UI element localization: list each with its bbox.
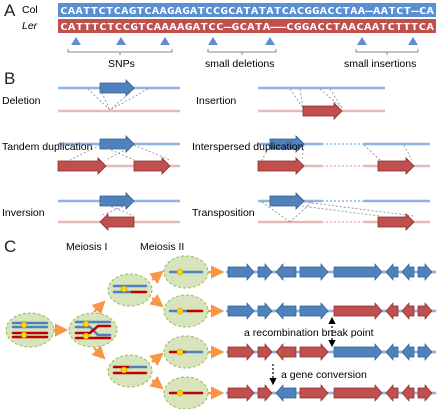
gene-arrow-icon: [257, 263, 273, 281]
insertion-diagram: [258, 86, 385, 120]
gene-arrow-icon: [417, 302, 433, 320]
gene-arrow-icon: [401, 302, 415, 320]
variant-inversion: Inversion: [2, 207, 45, 219]
gene-arrow-icon: [299, 384, 329, 402]
chromosomes: [11, 270, 204, 395]
interspersed-duplication-diagram: [257, 135, 430, 175]
gene-arrow-icon: [401, 343, 415, 361]
group-brackets: [67, 49, 419, 55]
gene-arrow-icon: [417, 384, 433, 402]
gene-arrow-icon: [299, 263, 329, 281]
gene-arrow-icon: [227, 302, 255, 320]
gene-arrow-icon: [333, 302, 383, 320]
ler-sequence: CATTTCTCCGTCAAAAGATCC—GCATA——CGGACCTAACA…: [60, 22, 434, 33]
triangle-marker-icon: [408, 37, 418, 45]
inversion-diagram: [58, 192, 180, 231]
gene-arrow-icon: [275, 343, 297, 361]
ler-label: Ler: [22, 20, 38, 32]
gene-arrow-icon: [257, 384, 273, 402]
panel-label-b: B: [4, 69, 15, 88]
snp-markers: [71, 37, 418, 45]
variant-interspersed-duplication: Interspersed duplication: [192, 141, 304, 153]
gene-arrow-icon: [385, 343, 399, 361]
col-sequence-bar: [58, 3, 436, 17]
gene-arrow-icon: [385, 263, 399, 281]
gene-arrow-icon: [257, 343, 273, 361]
ler-sequence-bar: [58, 19, 436, 33]
gene-arrow-icon: [401, 263, 415, 281]
centromere-dots: [20, 268, 184, 397]
triangle-marker-icon: [208, 37, 218, 45]
triangle-marker-icon: [265, 37, 275, 45]
gene-arrow-icon: [275, 263, 297, 281]
snps-label: SNPs: [108, 58, 135, 70]
gene-arrow-icon: [333, 343, 383, 361]
gene-arrow-icon: [401, 384, 415, 402]
gene-arrow-icon: [275, 384, 297, 402]
tandem-duplication-diagram: [57, 135, 180, 175]
col-label: Col: [22, 4, 38, 16]
deletion-diagram: [58, 79, 180, 113]
col-sequence: CAATTCTCAGTCAAGAGATCCGCATATATCACGGACCTAA…: [60, 6, 434, 17]
triangle-marker-icon: [71, 37, 81, 45]
variant-deletion: Deletion: [2, 95, 41, 107]
meiosis-flow-arrows: [54, 265, 225, 400]
small-deletions-label: small deletions: [205, 58, 274, 70]
triangle-marker-icon: [357, 37, 367, 45]
small-insertions-label: small insertions: [344, 58, 416, 70]
meiosis-i-label: Meiosis I: [66, 241, 107, 253]
gene-arrow-icon: [227, 343, 255, 361]
meiosis-ii-cell-bottom: [107, 354, 153, 388]
triangle-marker-icon: [116, 37, 126, 45]
variant-transposition: Transposition: [192, 207, 255, 219]
transposition-diagram: [258, 192, 430, 231]
gene-arrow-icon: [299, 302, 329, 320]
recombination-label: a recombination break point: [244, 327, 374, 339]
gene-tracks: [226, 263, 436, 402]
gene-arrow-icon: [227, 384, 255, 402]
gene-arrow-icon: [385, 384, 399, 402]
gene-arrow-icon: [257, 302, 273, 320]
panel-label-c: C: [4, 237, 16, 256]
gene-arrow-icon: [275, 302, 297, 320]
variant-insertion: Insertion: [196, 95, 236, 107]
gene-arrow-icon: [417, 263, 433, 281]
meiosis-ii-cell-top: [107, 273, 153, 307]
gene-arrow-icon: [333, 263, 383, 281]
gene-arrow-icon: [299, 343, 329, 361]
meiosis-ii-label: Meiosis II: [140, 241, 184, 253]
triangle-marker-icon: [160, 37, 170, 45]
gene-arrow-icon: [333, 384, 383, 402]
variant-tandem-duplication: Tandem duplication: [2, 141, 93, 153]
gene-arrow-icon: [385, 302, 399, 320]
gene-conversion-label: a gene conversion: [281, 369, 367, 381]
gene-arrow-icon: [227, 263, 255, 281]
parent-cell: [5, 312, 55, 348]
gene-arrow-icon: [417, 343, 433, 361]
panel-label-a: A: [4, 1, 16, 20]
